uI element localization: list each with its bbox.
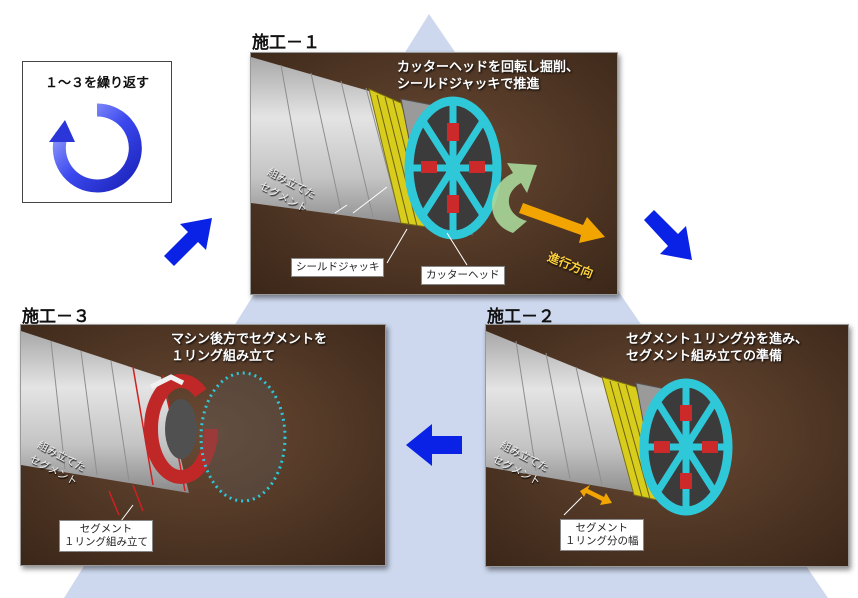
stage2-ring-width-box: セグメント １リング分の幅	[560, 519, 644, 551]
stage1-caption-line1: カッターヘッドを回転し掘削、	[397, 60, 580, 75]
stage1-illustration	[251, 53, 617, 294]
stage3-caption-line2: １リング組み立て	[171, 349, 276, 364]
stage1-jack-label: シールドジャッキ	[291, 258, 385, 277]
flow-arrow-2-to-3	[406, 424, 462, 466]
stage2-box-line2: １リング分の幅	[565, 535, 639, 547]
stage1-title: 施工－１	[252, 33, 320, 53]
stage1-panel: カッターヘッドを回転し掘削、 シールドジャッキで推進 組み立てた セグメント シ…	[250, 52, 618, 295]
flow-arrow-3-to-1	[164, 218, 212, 266]
stage2-box-line1: セグメント	[575, 522, 629, 534]
stage3-title: 施工－３	[22, 307, 90, 327]
stage2-illustration	[486, 325, 848, 566]
stage3-caption-line1: マシン後方でセグメントを	[171, 332, 328, 347]
stage1-cutter-label: カッターヘッド	[421, 266, 505, 285]
stage3-illustration	[21, 325, 385, 565]
stage2-caption-line2: セグメント組み立ての準備	[626, 349, 783, 364]
stage2-title: 施工－２	[487, 307, 555, 327]
repeat-loop-text: １～３を繰り返す	[44, 76, 149, 91]
stage3-box-line1: セグメント	[79, 523, 133, 535]
repeat-loop-box: １～３を繰り返す	[22, 61, 172, 203]
stage2-caption-line1: セグメント１リング分を進み、	[626, 332, 809, 347]
stage3-box-line2: １リング組み立て	[64, 536, 148, 548]
stage3-assembly-box: セグメント １リング組み立て	[59, 520, 153, 552]
flow-arrow-1-to-2	[644, 210, 692, 260]
stage2-panel: セグメント１リング分を進み、 セグメント組み立ての準備 組み立てた セグメント …	[485, 324, 849, 567]
stage3-panel: マシン後方でセグメントを １リング組み立て 組み立てた セグメント セグメント …	[20, 324, 386, 566]
cycle-arrow-icon	[49, 103, 142, 193]
stage1-caption-line2: シールドジャッキで推進	[397, 77, 540, 92]
